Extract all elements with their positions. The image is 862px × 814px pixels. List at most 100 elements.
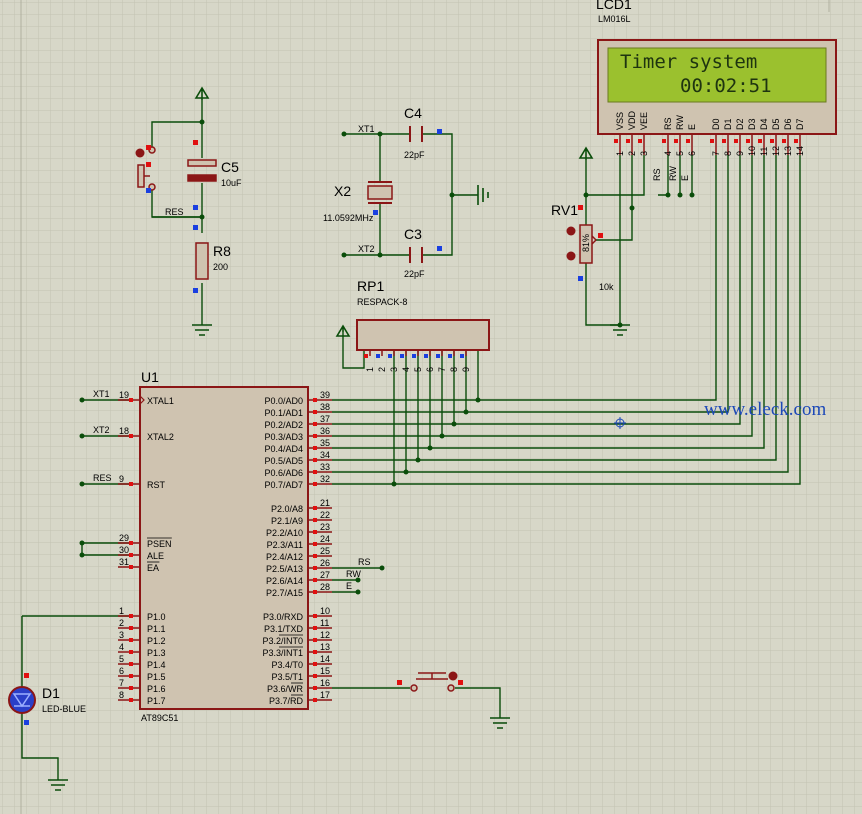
led-d1[interactable]: D1 LED-BLUE: [8, 685, 86, 714]
u1-pin-number: 9: [119, 474, 124, 484]
clock-input-icon: [139, 395, 145, 405]
pin-state-marker: [313, 554, 317, 558]
pin-state-marker: [662, 139, 666, 143]
rv1-body-label: 81%: [581, 234, 591, 252]
lcd-pin-name: RW: [675, 115, 685, 130]
reset-button[interactable]: [135, 146, 156, 191]
pin-state-marker: [313, 638, 317, 642]
crystal-x2-body: [367, 185, 393, 200]
lcd-model-label: LM016L: [598, 14, 631, 24]
u1-pin-name: P1.3: [147, 648, 166, 658]
pin-state-marker: [313, 542, 317, 546]
u1-pin-name: P3.0/RXD: [263, 612, 304, 622]
u1-pin-name: P3.1/TXD: [264, 624, 304, 634]
u1-pin-name: P3.6/WR: [267, 684, 304, 694]
u1-pin-name: PSEN: [147, 539, 172, 549]
mcu-u1[interactable]: U1 AT89C51 XTAL119XT1XTAL218XT2RST9RESPS…: [93, 369, 332, 723]
u1-pin-number: 1: [119, 606, 124, 616]
pin-state-marker: [746, 139, 750, 143]
capacitor-c5[interactable]: C5 10uF: [187, 159, 242, 188]
u1-pin-name: P1.4: [147, 660, 166, 670]
crystal-x2[interactable]: X2 11.0592MHz: [323, 181, 393, 223]
switch-knob-icon: [448, 671, 458, 681]
u1-pin-number: 5: [119, 654, 124, 664]
lcd-pins: VSS1VDD2VEE3RS4RW5E6D07D18D29D310D411D51…: [614, 110, 805, 156]
u1-pin-number: 8: [119, 690, 124, 700]
u1-pin-number: 34: [320, 450, 330, 460]
pin-state-marker: [614, 139, 618, 143]
pin-state-marker: [710, 139, 714, 143]
u1-pin-number: 35: [320, 438, 330, 448]
u1-pin-number: 18: [119, 426, 129, 436]
u1-pin-name: P0.3/AD3: [264, 432, 303, 442]
res-net-label: RES: [165, 207, 184, 217]
lcd-pin-name: VEE: [639, 112, 649, 130]
u1-net-label: XT1: [93, 389, 110, 399]
crosshair-icon: [614, 417, 626, 429]
p2-net-rs: RS: [358, 557, 371, 567]
lcd-pin-number: 10: [747, 146, 757, 156]
pin-state-marker: [129, 398, 133, 402]
pin-state-marker: [722, 139, 726, 143]
pin-state-marker: [129, 482, 133, 486]
capacitor-c4[interactable]: C4 22pF: [404, 105, 425, 160]
pin-state-marker: [734, 139, 738, 143]
pin-state-marker: [376, 354, 380, 358]
pin-state-marker: [313, 506, 317, 510]
vcc-arrow-icon: [578, 146, 594, 160]
capacitor-c3[interactable]: C3 22pF: [404, 226, 425, 279]
lcd-component[interactable]: Timer system 00:02:51 LCD1 LM016L VSS1VD…: [596, 0, 837, 156]
u1-pin-name: XTAL1: [147, 396, 174, 406]
pin-state-marker: [313, 650, 317, 654]
u1-pin-number: 22: [320, 510, 330, 520]
switch-contact-icon: [410, 684, 418, 692]
rv1-decrease-icon[interactable]: [566, 251, 576, 261]
pin-state-marker: [638, 139, 642, 143]
lcd-pin-name: D6: [783, 118, 793, 130]
lcd-line-1: Timer system: [620, 51, 757, 73]
u1-pin-number: 4: [119, 642, 124, 652]
pin-state-marker: [626, 139, 630, 143]
u1-pin-name: P0.0/AD0: [264, 396, 303, 406]
pin-state-marker: [313, 470, 317, 474]
u1-pin-number: 15: [320, 666, 330, 676]
potentiometer-rv1[interactable]: 81% RV1 10k: [551, 202, 614, 292]
u1-pin-number: 28: [320, 582, 330, 592]
pin-state-marker: [364, 354, 368, 358]
lcd-pin-number: 6: [687, 151, 697, 156]
u1-pin-name: P3.7/RD: [269, 696, 304, 706]
pin-state-marker: [424, 354, 428, 358]
capacitor-c5-plate: [187, 159, 217, 167]
lcd-pin-number: 5: [675, 151, 685, 156]
c4-value-label: 22pF: [404, 150, 425, 160]
lcd-pin-number: 3: [639, 151, 649, 156]
u1-pin-number: 14: [320, 654, 330, 664]
rp1-pin-number: 1: [365, 367, 375, 372]
u1-pin-number: 7: [119, 678, 124, 688]
lcd-pin-name: RS: [663, 117, 673, 130]
capacitor-c5-plate: [187, 174, 217, 182]
u1-pin-name: P1.0: [147, 612, 166, 622]
pin-state-marker: [313, 578, 317, 582]
resistor-r8[interactable]: R8 200: [195, 242, 231, 280]
p2-net-e: E: [346, 581, 352, 591]
r8-value-label: 200: [213, 262, 228, 272]
u1-pin-name: P1.6: [147, 684, 166, 694]
u1-pin-number: 30: [119, 545, 129, 555]
u1-pin-name: P0.4/AD4: [264, 444, 303, 454]
pushbutton-p36[interactable]: [410, 671, 458, 692]
pin-state-marker: [129, 686, 133, 690]
xt1-net-label: XT1: [358, 124, 375, 134]
button-plunger-icon: [416, 672, 448, 680]
u1-pin-number: 26: [320, 558, 330, 568]
rv1-increase-icon[interactable]: [566, 226, 576, 236]
d1-value-label: LED-BLUE: [42, 704, 86, 714]
u1-pin-number: 29: [119, 533, 129, 543]
pin-state-marker: [460, 354, 464, 358]
pin-state-marker: [388, 354, 392, 358]
pin-state-marker: [782, 139, 786, 143]
rp1-pin-number: 2: [377, 367, 387, 372]
